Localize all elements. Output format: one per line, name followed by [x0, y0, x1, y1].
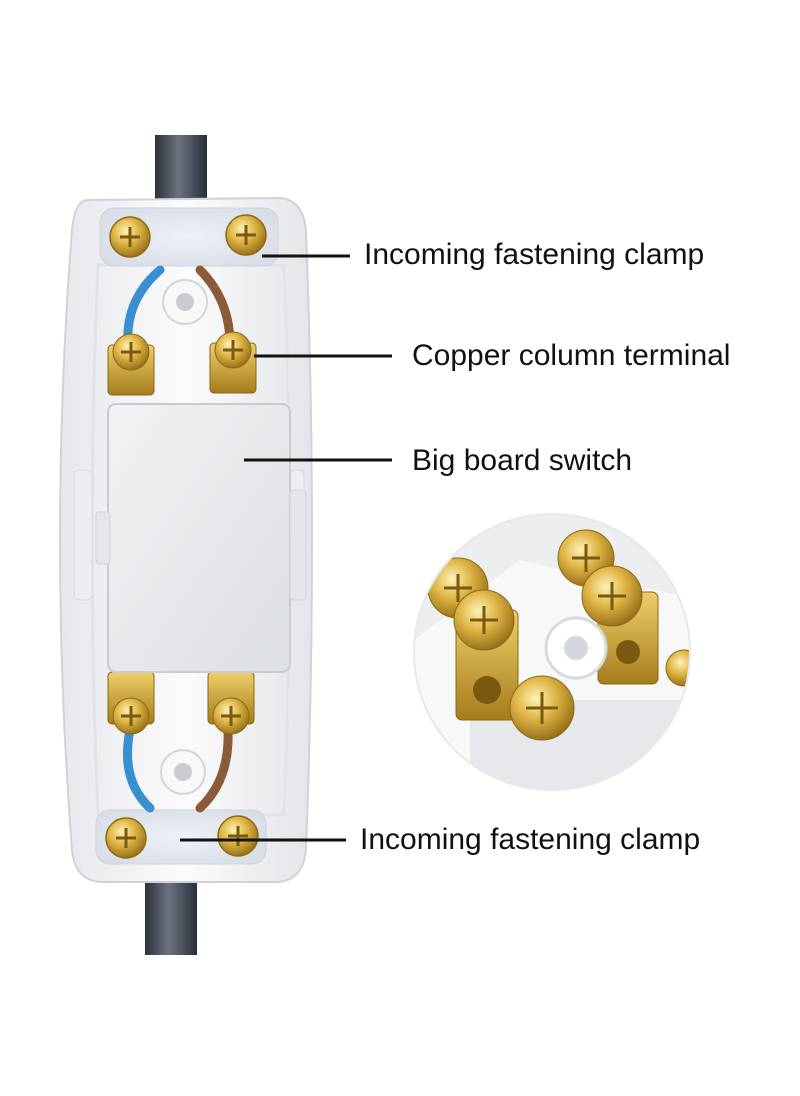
switch-left-tab: [95, 511, 111, 565]
clamp-screw-top-left: [109, 216, 151, 258]
clamp-screw-top-right: [225, 214, 267, 256]
terminal-top-left: [107, 333, 155, 396]
screw-post-hole-bottom: [174, 763, 192, 781]
side-slot-left: [73, 469, 93, 601]
blue-wire-bottom: [123, 725, 155, 813]
brown-wire-bottom: [195, 725, 233, 813]
terminal-bottom-left: [107, 671, 155, 735]
screw-post-hole-top: [176, 293, 194, 311]
terminal-bottom-right: [207, 671, 255, 735]
big-board-switch: [107, 403, 291, 673]
clamp-screw-bottom-right: [217, 815, 259, 857]
switch-side-tab: [289, 489, 307, 601]
bottom-clamp-label: Incoming fastening clamp: [360, 823, 701, 856]
terminal-zoom-inset: [413, 513, 691, 791]
board-switch-label: Big board switch: [412, 444, 633, 477]
terminal-top-right: [209, 331, 257, 394]
copper-terminal-label: Copper column terminal: [412, 339, 731, 372]
clamp-screw-bottom-left: [105, 817, 147, 859]
top-clamp-label: Incoming fastening clamp: [364, 238, 705, 271]
